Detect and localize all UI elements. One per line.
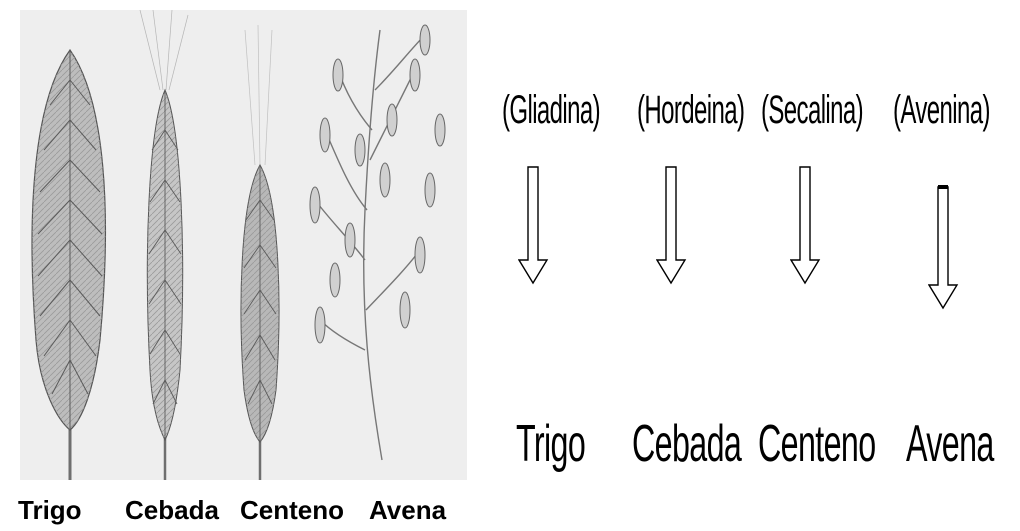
- cereal-drawing: [20, 10, 467, 480]
- illustration-label-centeno: Centeno: [240, 495, 344, 526]
- barley-head-drawing: [140, 10, 188, 480]
- down-arrow-icon: [928, 185, 960, 310]
- rye-head-drawing: [241, 25, 279, 480]
- down-arrow-icon: [518, 165, 550, 285]
- grain-label-centeno: Centeno: [758, 414, 876, 474]
- protein-label-secalina: (Secalina): [761, 88, 863, 133]
- wheat-head-drawing: [32, 50, 105, 480]
- grain-label-cebada: Cebada: [632, 414, 741, 474]
- grain-label-trigo: Trigo: [516, 414, 585, 474]
- down-arrow-icon: [790, 165, 822, 285]
- down-arrow-icon: [656, 165, 688, 285]
- illustration-label-avena: Avena: [369, 495, 446, 526]
- illustration-label-trigo: Trigo: [18, 495, 82, 526]
- protein-label-hordeina: (Hordeina): [637, 88, 744, 133]
- illustration-label-cebada: Cebada: [125, 495, 219, 526]
- cereal-illustration: [20, 10, 467, 480]
- oat-panicle-drawing: [310, 25, 445, 460]
- grain-label-avena: Avena: [906, 414, 994, 474]
- protein-label-avenina: (Avenina): [893, 88, 990, 133]
- protein-label-gliadina: (Gliadina): [502, 88, 600, 133]
